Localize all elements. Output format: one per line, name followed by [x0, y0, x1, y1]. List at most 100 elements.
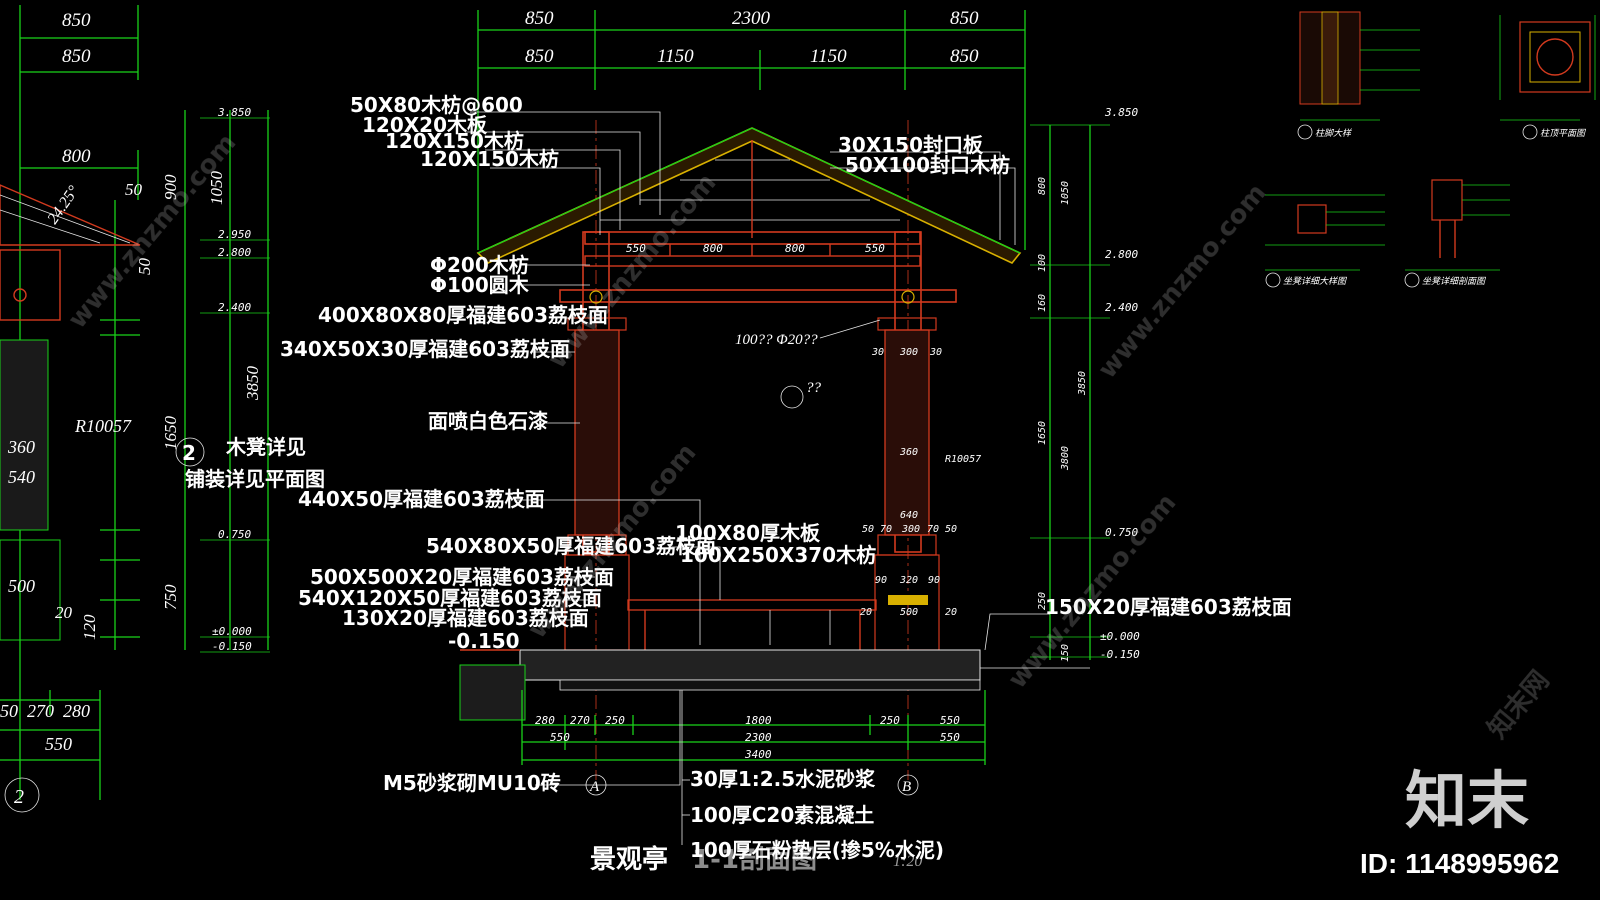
right-elev-1: 3.850: [1104, 106, 1138, 119]
left-dim-900: 900: [161, 174, 180, 200]
right-vdim-6: 3850: [1077, 371, 1088, 396]
col-dim-13: 90: [928, 575, 940, 586]
anno-130x20: 130X20厚福建603荔枝面: [342, 606, 589, 630]
left-bot-50: 50: [0, 701, 18, 721]
left-dim-750: 750: [161, 584, 180, 610]
left-dim-1650: 1650: [161, 416, 180, 451]
top-dim-3: 1150: [810, 46, 847, 67]
right-vdim-7: 3800: [1060, 446, 1071, 471]
top-overall-dim-3: 850: [950, 8, 979, 29]
watermark-id: ID: 1148995962: [1360, 848, 1559, 879]
left-angle-label: 24.25°: [44, 182, 83, 227]
beam-dim-2: 800: [703, 242, 723, 255]
col-dim-4: 360: [899, 447, 918, 458]
beam-dim-3: 800: [785, 242, 805, 255]
col-dim-5: 640: [900, 510, 918, 521]
col-dim-3: 30: [929, 347, 942, 358]
anno-100c20: 100厚C20素混凝土: [690, 803, 874, 827]
left-360: 360: [7, 437, 35, 457]
left-elev-3: 2.800: [218, 246, 251, 259]
bot-dim3: 3400: [744, 748, 772, 761]
top-dim-2: 1150: [657, 46, 694, 67]
left-section-mark: 2: [14, 786, 24, 808]
anno-540x120: 540X120X50厚福建603荔枝面: [298, 586, 602, 610]
bot-dim-1: 280: [535, 714, 555, 727]
bot-dim2-3: 550: [940, 731, 960, 744]
anno-elev-minus: -0.150: [448, 629, 520, 653]
anno-m5: M5砂浆砌MU10砖: [383, 771, 561, 795]
left-elev-4: 2.400: [218, 301, 251, 314]
anno-phi200: Φ200木枋: [430, 253, 529, 277]
anno-440x50: 440X50厚福建603荔枝面: [298, 487, 545, 511]
right-elev-3: 2.400: [1105, 301, 1138, 314]
anno-120x150b: 120X150木枋: [420, 147, 559, 171]
anno-500x500: 500X500X20厚福建603荔枝面: [310, 565, 614, 589]
detail-thumbnails: 柱脚大样 柱顶平面图 坐凳详细大样图 坐凳详细剖面图: [1265, 11, 1596, 288]
anno-detail-ref: ??: [806, 380, 822, 396]
anno-30x150: 30X150封口板: [838, 133, 984, 157]
col-dim-6: 50: [862, 524, 874, 535]
anno-340x50: 340X50X30厚福建603荔枝面: [280, 337, 570, 361]
callout-text-1: 木凳详见: [225, 435, 306, 459]
col-dim-12: 320: [899, 575, 918, 586]
anno-400x80: 400X80X80厚福建603荔枝面: [318, 303, 608, 327]
col-dim-radius: R10057: [945, 454, 981, 465]
right-vdim-2: 1050: [1060, 181, 1071, 205]
watermark-site-4: www.znzmo.com: [1002, 488, 1182, 694]
left-elev-1: 3.850: [217, 106, 251, 119]
right-vdim-4: 160: [1037, 294, 1048, 312]
left-elev-5: 0.750: [218, 528, 251, 541]
left-540: 540: [8, 467, 35, 487]
left-bot-270: 270: [27, 701, 54, 721]
anno-100x80: 100X80厚木板: [675, 521, 821, 545]
callout-circle: [175, 437, 205, 467]
left-dim-3850: 3850: [243, 366, 262, 402]
bot-dim-2: 270: [570, 714, 590, 727]
top-dim-4: 850: [950, 46, 979, 67]
left-120: 120: [80, 614, 99, 640]
drawing-title: 景观亭: [590, 844, 668, 875]
watermark-brand: 知末: [1405, 764, 1529, 837]
anno-100stone: 100厚石粉垫层(掺5%水泥): [690, 838, 944, 862]
annotations: 50X80木枋@600 120X20木板 120X150木枋 120X150木枋…: [280, 93, 1292, 875]
main-section: 850 2300 850 850 1150 1150 850 550 800: [459, 8, 1140, 845]
left-bot-280: 280: [63, 701, 90, 721]
left-dim-50: 50: [125, 180, 143, 199]
detail-label-1: 柱脚大样: [1315, 128, 1352, 139]
anno-100x250: 100X250X370木枋: [680, 543, 876, 567]
axis-b-label: B: [902, 779, 911, 795]
right-vdim-1: 800: [1037, 177, 1048, 195]
anno-120x150a: 120X150木枋: [385, 129, 524, 153]
col-dim-8: 300: [901, 524, 920, 535]
watermark-site-2: www.znzmo.com: [542, 168, 722, 374]
drawing-scale: 1:20: [893, 853, 922, 870]
col-dim-15: 500: [900, 607, 918, 618]
beam-dim-1: 550: [626, 242, 646, 255]
left-elev-2: 2.950: [218, 228, 251, 241]
col-dim-7: 70: [880, 524, 892, 535]
axis-b-bubble: [897, 774, 919, 796]
anno-30mm: 30厚1:2.5水泥砂浆: [690, 767, 876, 791]
left-dim-1050: 1050: [207, 171, 226, 206]
right-elev-4: 0.750: [1105, 526, 1138, 539]
right-vdim-8: 250: [1037, 592, 1048, 610]
beam-dim-4: 550: [865, 242, 885, 255]
col-dim-14: 20: [860, 607, 872, 618]
right-vdim-3: 100: [1037, 254, 1048, 272]
left-top-dim-2: 850: [62, 46, 91, 67]
right-elev-6: -0.150: [1100, 648, 1140, 661]
callout-number: 2: [182, 441, 196, 465]
anno-540x80: 540X80X50厚福建603荔枝面: [426, 534, 716, 558]
col-dim-9: 70: [927, 524, 939, 535]
detail-label-3: 坐凳详细大样图: [1283, 276, 1348, 287]
detail-bubble: [780, 385, 804, 409]
drawing-title-suffix: 1-1剖面图: [692, 844, 817, 875]
anno-phi100: Φ100圆木: [430, 273, 530, 297]
bot-dim2-2: 2300: [745, 731, 772, 744]
left-dim-800: 800: [62, 146, 91, 167]
left-20: 20: [55, 603, 73, 622]
left-elev-7: -0.150: [212, 640, 252, 653]
detail-label-4: 坐凳详细剖面图: [1422, 276, 1487, 287]
bot-dim-4: 1800: [745, 714, 772, 727]
